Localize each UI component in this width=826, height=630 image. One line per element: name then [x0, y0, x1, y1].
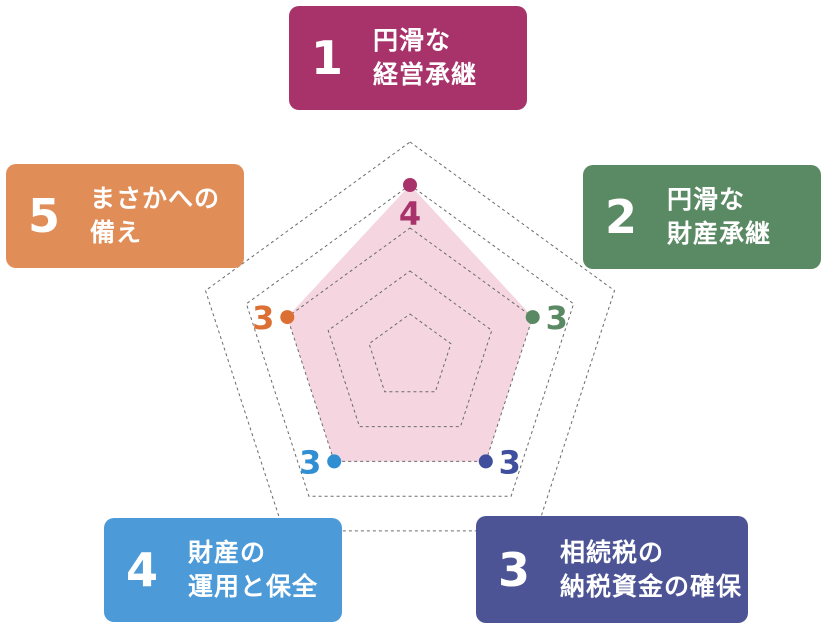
value-label-3: 3 — [499, 443, 521, 481]
grid-ring-3 — [286, 227, 534, 462]
category-number: 2 — [605, 190, 638, 244]
category-label-line2: 備え — [90, 218, 143, 247]
category-box-2: 2 円滑な 財産承継 — [583, 165, 821, 269]
category-number: 1 — [311, 31, 344, 85]
grid-ring-5 — [204, 141, 616, 532]
category-box-1: 1 円滑な 経営承継 — [289, 6, 527, 110]
category-label-line2: 運用と保全 — [188, 572, 319, 601]
category-number: 5 — [28, 189, 61, 243]
grid-ring-1 — [368, 313, 452, 393]
category-label: 財産の 運用と保全 — [188, 536, 318, 604]
category-label-line1: まさかへの — [90, 184, 221, 214]
category-box-3: 3 相続税の 納税資金の確保 — [476, 516, 748, 623]
category-label: 円滑な 財産承継 — [667, 183, 771, 251]
grid-ring-2 — [327, 270, 493, 428]
category-label-line1: 財産の — [188, 538, 267, 568]
category-box-4: 4 財産の 運用と保全 — [104, 518, 342, 622]
data-area — [287, 185, 533, 462]
data-point-4 — [327, 454, 342, 469]
category-label-line2: 財産承継 — [667, 219, 772, 248]
category-label-line1: 円滑な — [373, 26, 452, 56]
data-point-1 — [403, 178, 417, 192]
category-label-line1: 円滑な — [667, 185, 746, 215]
value-label-2: 3 — [546, 299, 568, 337]
category-label: まさかへの 備え — [90, 182, 220, 250]
value-label-5: 3 — [252, 299, 274, 337]
data-point-5 — [280, 310, 295, 325]
data-point-2 — [525, 310, 540, 325]
category-label-line1: 相続税の — [560, 537, 665, 567]
category-number: 3 — [498, 542, 531, 597]
value-label-1: 4 — [399, 195, 421, 233]
category-label: 円滑な 経営承継 — [373, 24, 477, 92]
category-number: 4 — [126, 543, 159, 597]
category-label-line2: 納税資金の確保 — [560, 571, 743, 601]
value-label-4: 3 — [299, 443, 321, 481]
category-label: 相続税の 納税資金の確保 — [560, 536, 742, 604]
grid-ring-4 — [245, 184, 575, 497]
data-point-3 — [478, 454, 493, 469]
category-label-line2: 経営承継 — [373, 60, 478, 89]
category-box-5: 5 まさかへの 備え — [6, 164, 244, 268]
